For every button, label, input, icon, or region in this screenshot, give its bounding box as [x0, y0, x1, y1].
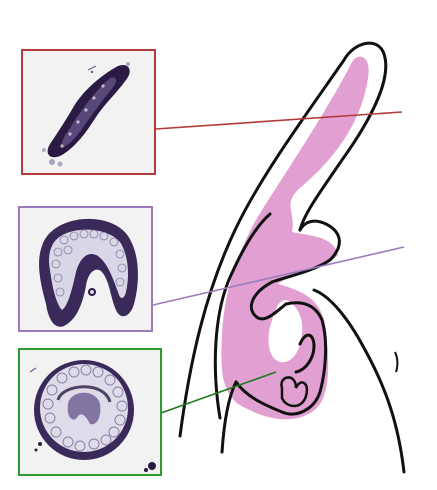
schematic-outline-left: [213, 212, 272, 420]
micrograph-panel-middle: [18, 206, 153, 332]
leader-line-bottom: [160, 371, 277, 414]
panel-bottom-cells: [42, 364, 128, 452]
schematic-edge-mark: [394, 351, 399, 373]
panel-middle-frame: [18, 206, 153, 332]
panel-top-fiber: [87, 65, 97, 71]
schematic-outline-right: [234, 301, 328, 416]
panel-top-cells: [60, 84, 105, 148]
panel-bottom-core: [67, 392, 101, 425]
panel-top-tissue-highlight: [61, 77, 117, 148]
schematic-outline-outer-right: [312, 288, 406, 474]
panel-middle-tissue-inner: [48, 229, 128, 310]
panel-top-frame: [21, 49, 156, 175]
leader-lines: [152, 111, 405, 414]
leader-line-middle: [152, 246, 405, 306]
panel-bottom-frame: [18, 348, 162, 476]
leader-line-top: [155, 111, 403, 130]
schematic-outline-top: [178, 41, 388, 438]
panel-middle-cells: [51, 229, 127, 297]
micrograph-panel-top: [21, 49, 156, 175]
schematic-inner-pocket: [268, 300, 303, 363]
panel-bottom-fiber: [29, 367, 37, 373]
schematic-base-bump: [280, 376, 309, 408]
panel-top-debris: [42, 62, 130, 167]
schematic-outline-branch1: [270, 219, 341, 284]
schematic-highlight: [221, 56, 369, 420]
schematic-outline-fold: [294, 333, 316, 374]
schematic-outline-branch2: [249, 280, 288, 321]
plant-schematic: [178, 41, 406, 474]
micrograph-panel-bottom: [18, 348, 162, 476]
panel-bottom-arch: [56, 385, 112, 403]
panel-bottom-specks: [34, 442, 156, 472]
